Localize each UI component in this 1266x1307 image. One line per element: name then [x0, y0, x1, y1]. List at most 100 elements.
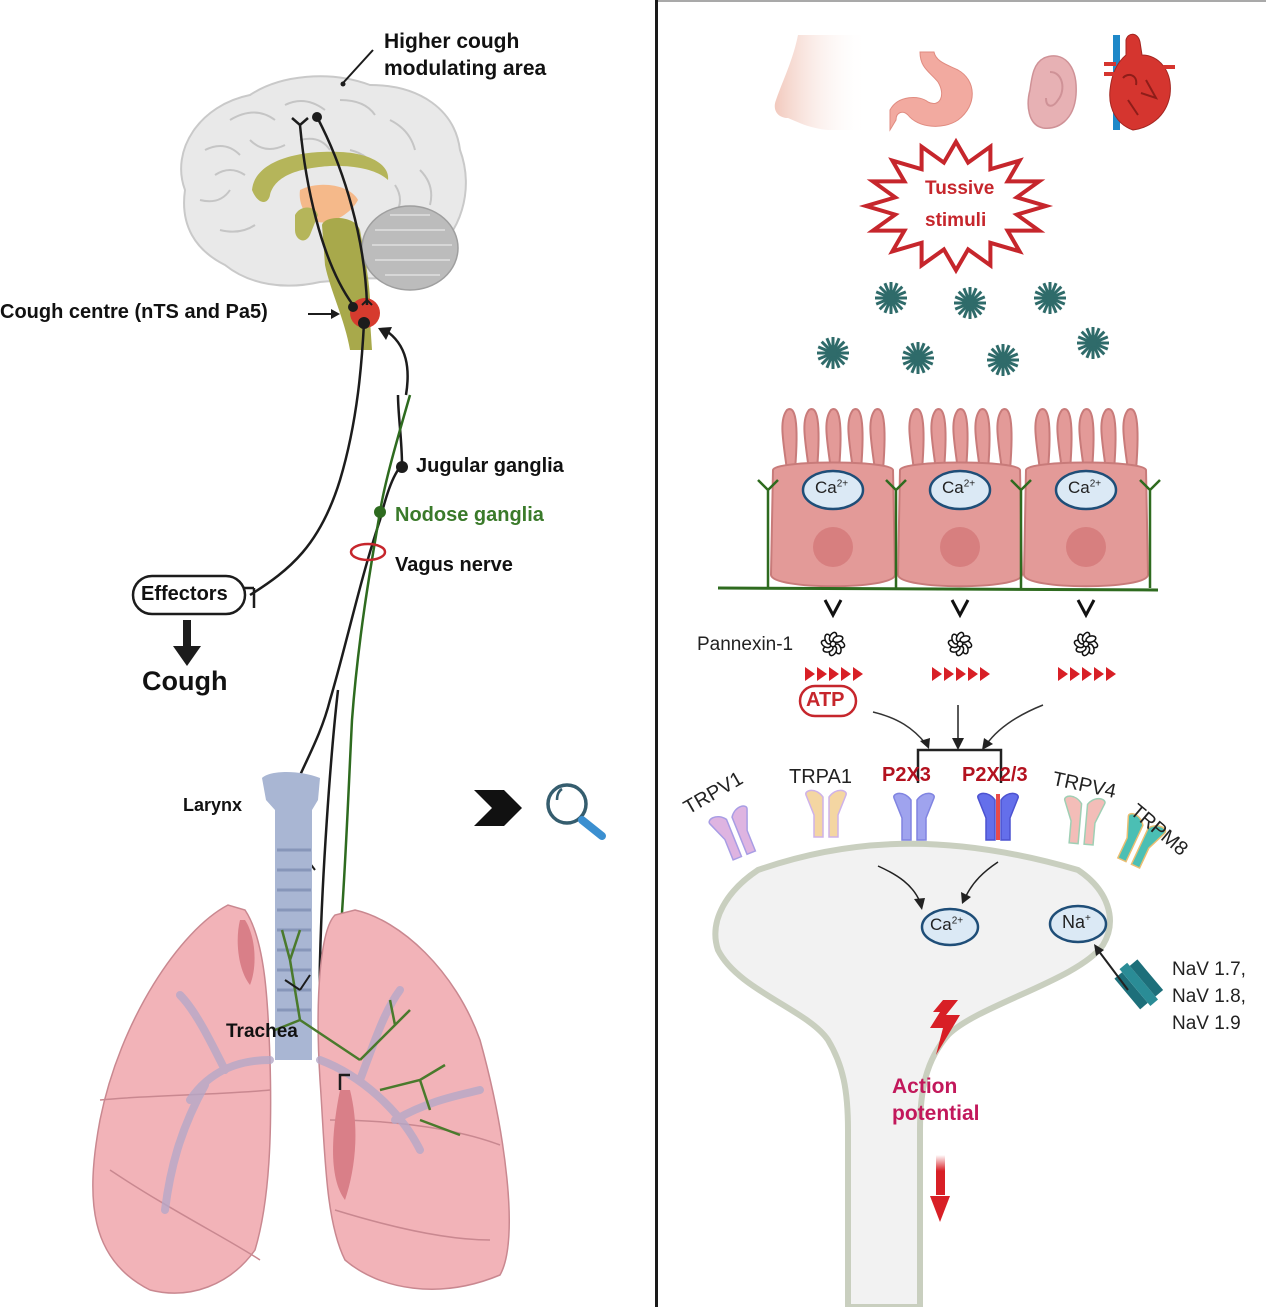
calcium-store-icon — [801, 469, 865, 511]
ion-symbol: Ca — [815, 478, 837, 497]
arrow-right-icon — [331, 309, 340, 319]
calcium-ion-charge: 2+ — [951, 915, 964, 927]
stomach-icon — [889, 51, 973, 132]
p2x-bracket — [916, 748, 1003, 783]
higher-cough-label: Higher cough modulating area — [384, 28, 546, 82]
sodium-ion-charge: + — [1085, 913, 1091, 924]
vagus-nerve-crosssection-icon — [349, 542, 387, 562]
tussive-label-line1: Tussive — [925, 178, 995, 199]
cough-label: Cough — [142, 666, 228, 696]
effectors-label: Effectors — [141, 583, 228, 605]
tussive-label-line2: stimuli — [925, 210, 987, 231]
sodium-ion-label: Na+ — [1062, 912, 1091, 933]
stimulus-particle-icon — [875, 282, 907, 314]
stimulus-particle-icon — [902, 342, 934, 374]
cough-centre-label: Cough centre (nTS and Pa5) — [0, 301, 268, 323]
atp-release-arrows-icon — [805, 667, 863, 681]
stimulus-particle-icon — [1077, 327, 1109, 359]
pannexin-channel-icon — [820, 599, 846, 657]
calcium-ion-label: Ca2+ — [930, 915, 963, 935]
airway-icon — [262, 772, 320, 1060]
receptor-label: TRPA1 — [789, 766, 852, 788]
sodium-ion-icon — [1048, 904, 1108, 944]
effectors-box — [131, 574, 247, 616]
pannexin-channels — [805, 599, 1116, 681]
cell-calcium-label: Ca2+ — [1068, 478, 1101, 498]
atp-label: ATP — [806, 689, 845, 711]
magnifier-icon — [546, 783, 606, 840]
cell-calcium-label: Ca2+ — [942, 478, 975, 498]
brain-icon — [180, 75, 467, 350]
epithelial-cell — [896, 408, 1024, 588]
receptor-label: P2X3 — [882, 764, 931, 786]
pannexin-channel-icon — [947, 599, 973, 657]
receptor-trpv1-icon — [708, 805, 757, 861]
receptor-icons — [708, 789, 1167, 870]
pannexin-label: Pannexin-1 — [697, 634, 794, 655]
epithelial-cell — [1022, 408, 1150, 588]
right-panel-illustration — [708, 33, 1175, 1307]
nerve-ending-icon — [1010, 479, 1032, 588]
calcium-ion-symbol: Ca — [930, 915, 952, 934]
nerve-ending-icon — [1139, 479, 1161, 588]
ion-symbol: Ca — [942, 478, 964, 497]
chevron-right-icon — [474, 790, 522, 826]
epithelial-cell — [769, 408, 897, 588]
atp-release-arrows-icon — [1058, 667, 1116, 681]
ion-charge: 2+ — [836, 478, 849, 490]
nodose-ganglia-label: Nodose ganglia — [395, 504, 544, 526]
action-potential-line1: Action — [892, 1075, 958, 1098]
heart-icon — [1104, 33, 1175, 131]
arrow-down-icon — [173, 646, 201, 666]
pannexin-channel-icon — [1073, 599, 1099, 657]
nav-label-line2: NaV 1.8, — [1172, 986, 1246, 1007]
ion-charge: 2+ — [1089, 478, 1102, 490]
ear-icon — [1027, 55, 1077, 129]
calcium-store-icon — [928, 469, 992, 511]
ion-charge: 2+ — [963, 478, 976, 490]
higher-cough-label-line1: Higher cough — [384, 30, 520, 53]
cell-calcium-label: Ca2+ — [815, 478, 848, 498]
nerve-ending-icon — [885, 479, 907, 588]
jugular-ganglion-icon — [396, 461, 408, 473]
higher-cough-label-line2: modulating area — [384, 57, 547, 80]
receptor-label: P2X2/3 — [962, 764, 1028, 786]
nav-label-line1: NaV 1.7, — [1172, 959, 1246, 980]
nose-icon — [774, 35, 868, 130]
stimulus-particle-icon — [1034, 282, 1066, 314]
nodose-ganglion-icon — [374, 506, 386, 518]
atp-release-arrows-icon — [932, 667, 990, 681]
receptor-trpv4-icon — [1064, 795, 1106, 846]
stimulus-particle-icon — [954, 287, 986, 319]
right-panel-top-border — [658, 0, 1266, 2]
action-potential-label: Action potential — [892, 1073, 980, 1127]
panel-divider — [655, 0, 658, 1307]
lightning-icon — [930, 1000, 960, 1055]
trachea-label: Trachea — [226, 1021, 298, 1042]
efferent-nerve — [249, 322, 366, 597]
receptor-trpm8-icon — [1116, 812, 1167, 870]
left-panel-illustration — [92, 49, 606, 1294]
action-potential-line2: potential — [892, 1102, 980, 1125]
jugular-ganglia-label: Jugular ganglia — [416, 455, 564, 477]
nav-channel-icon — [1114, 959, 1164, 1010]
calcium-store-icon — [1054, 469, 1118, 511]
nerve-terminal — [712, 840, 1113, 1307]
nerve-fiber-line — [717, 586, 1159, 592]
stimulus-particle-icon — [987, 344, 1019, 376]
larynx-label: Larynx — [183, 795, 243, 815]
atp-badge — [798, 684, 858, 718]
arrow-down-icon — [930, 1196, 950, 1222]
stimulus-particle-icon — [817, 337, 849, 369]
tussive-stimuli-burst-icon — [858, 137, 1054, 275]
descending-pathway — [298, 124, 355, 306]
ion-symbol: Ca — [1068, 478, 1090, 497]
epithelial-cells — [757, 408, 1161, 588]
nerve-ending-icon — [757, 479, 779, 588]
lungs-icon — [92, 904, 511, 1294]
sodium-ion-symbol: Na — [1062, 912, 1086, 932]
receptor-trpa1-icon — [805, 789, 847, 838]
stimulus-particles — [817, 282, 1109, 376]
receptor-p2x3-icon — [893, 792, 935, 841]
